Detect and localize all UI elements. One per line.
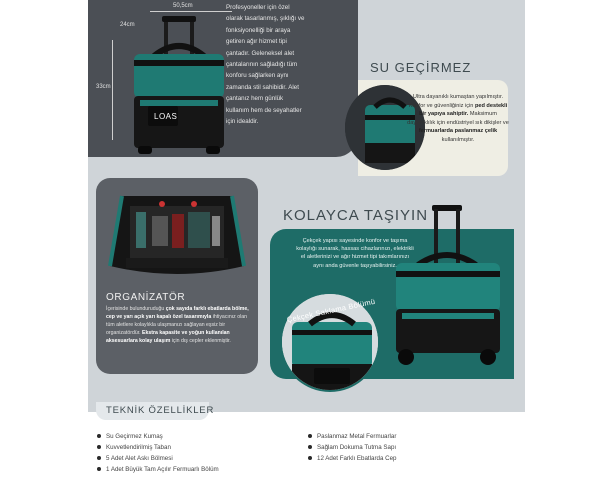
spec-item: 1 Adet Büyük Tam Açılır Fermuarlı Bölüm — [97, 466, 219, 473]
waterproof-text-part: Ultra dayanıklı kumaştan yapılmıştır. Ko… — [408, 94, 504, 109]
specs-section — [88, 412, 525, 480]
waterproof-text-part: kullanılmıştır. — [441, 136, 475, 143]
spec-item: Kuvvetlendirilmiş Taban — [97, 444, 171, 451]
product-canvas: 50,5cm 24cm 33cm LOAS Profesyoneller içi… — [88, 0, 525, 480]
organizer-bag-image — [102, 186, 252, 291]
bullet-icon — [97, 434, 101, 439]
bullet-icon — [97, 456, 101, 461]
description-line: getiren ağır hizmet tipi — [226, 38, 287, 46]
description-line: çantalarının sağladığı tüm — [226, 61, 298, 69]
trolley-storage-image — [280, 292, 380, 392]
description-line: çantanız hem günlük — [226, 95, 284, 103]
description-line: için idealdir. — [226, 118, 259, 126]
bullet-icon — [308, 456, 312, 461]
organizer-text-bold: çok sayıda farklı ebatlarda bölme, cep v… — [106, 306, 249, 320]
easy-carry-title: KOLAYCA TAŞIYIN — [283, 207, 429, 224]
waterproof-title: SU GEÇİRMEZ — [370, 60, 472, 75]
depth-dimension-line — [112, 40, 113, 140]
product-description: Profesyoneller için özel olarak tasarlan… — [226, 2, 356, 127]
specs-title: TEKNİK ÖZELLİKLER — [106, 405, 215, 416]
spec-item: Sağlam Dokuma Tutma Sapı — [308, 444, 396, 451]
waterproof-text-bold: fermuarlarda paslanmaz çelik — [418, 128, 498, 135]
description-line: fonksiyonelliği bir araya — [226, 26, 291, 34]
width-dimension-line — [150, 11, 232, 12]
easy-carry-text: Çekçek yapısı sayesinde konfor ve taşıma… — [296, 238, 414, 269]
spec-label: Su Geçirmez Kumaş — [106, 433, 163, 440]
spec-label: 5 Adet Alet Askı Bölmesi — [106, 455, 173, 462]
spec-label: Kuvvetlendirilmiş Taban — [106, 444, 171, 451]
description-line: çantadır. Geleneksel alet — [226, 49, 295, 57]
organizer-text-part: için dış cepler eklenmiştir. — [170, 337, 231, 344]
bullet-icon — [308, 434, 312, 439]
bullet-icon — [308, 445, 312, 450]
organizer-card — [96, 178, 258, 374]
bullet-icon — [97, 467, 101, 472]
spec-item: 12 Adet Farklı Ebatlarda Cep — [308, 455, 396, 462]
depth-dimension: 33cm — [96, 84, 111, 90]
description-line: kullanım hem de seyahatler — [226, 106, 302, 114]
description-line: olarak tasarlanmış, şıklığı ve — [226, 15, 305, 23]
description-line: konforu sağlarken aynı — [226, 72, 289, 80]
bullet-icon — [97, 445, 101, 450]
width-dimension: 50,5cm — [173, 3, 193, 9]
waterproof-text-part: Maksimum dayanıklılık için endüstriyel s… — [407, 111, 509, 126]
spec-label: 1 Adet Büyük Tam Açılır Fermuarlı Bölüm — [106, 466, 219, 473]
waterproof-text: Ultra dayanıklı kumaştan yapılmıştır. Ko… — [406, 93, 510, 145]
organizer-title: ORGANİZATÖR — [106, 292, 186, 303]
spec-item: 5 Adet Alet Askı Bölmesi — [97, 455, 173, 462]
organizer-text-bold: Ekstra kapasite ve yoğun kullanılan akse… — [106, 329, 230, 344]
description-line: Profesyoneller için özel — [226, 4, 290, 11]
organizer-text: İçerisinde bulunduruduğu çok sayıda fark… — [106, 306, 256, 346]
spec-item: Su Geçirmez Kumaş — [97, 433, 163, 440]
spec-label: Paslanmaz Metal Fermuarlar — [317, 433, 397, 440]
brand-logo: LOAS — [154, 112, 178, 121]
waterproof-bag-image — [345, 85, 425, 170]
dimensions-card: 50,5cm 24cm 33cm LOAS Profesyoneller içi… — [88, 0, 358, 157]
trolley-bag-image — [388, 205, 506, 375]
specs-tab — [96, 402, 209, 420]
spec-label: Sağlam Dokuma Tutma Sapı — [317, 444, 397, 451]
organizer-text-part: ihtiyacınız olan tüm aletlere kolaylıkla… — [106, 313, 248, 336]
spec-label: 12 Adet Farklı Ebatlarda Cep — [317, 455, 397, 462]
bag-front-image: LOAS — [128, 16, 230, 156]
height-dimension: 24cm — [120, 22, 135, 28]
organizer-text-part: İçerisinde bulunduruduğu — [106, 306, 166, 312]
description-line: zamanda stil sahibidir. Alet — [226, 83, 299, 91]
spec-item: Paslanmaz Metal Fermuarlar — [308, 433, 396, 440]
waterproof-text-bold: ped destekli bir yapıya sahiptir. — [419, 102, 508, 118]
